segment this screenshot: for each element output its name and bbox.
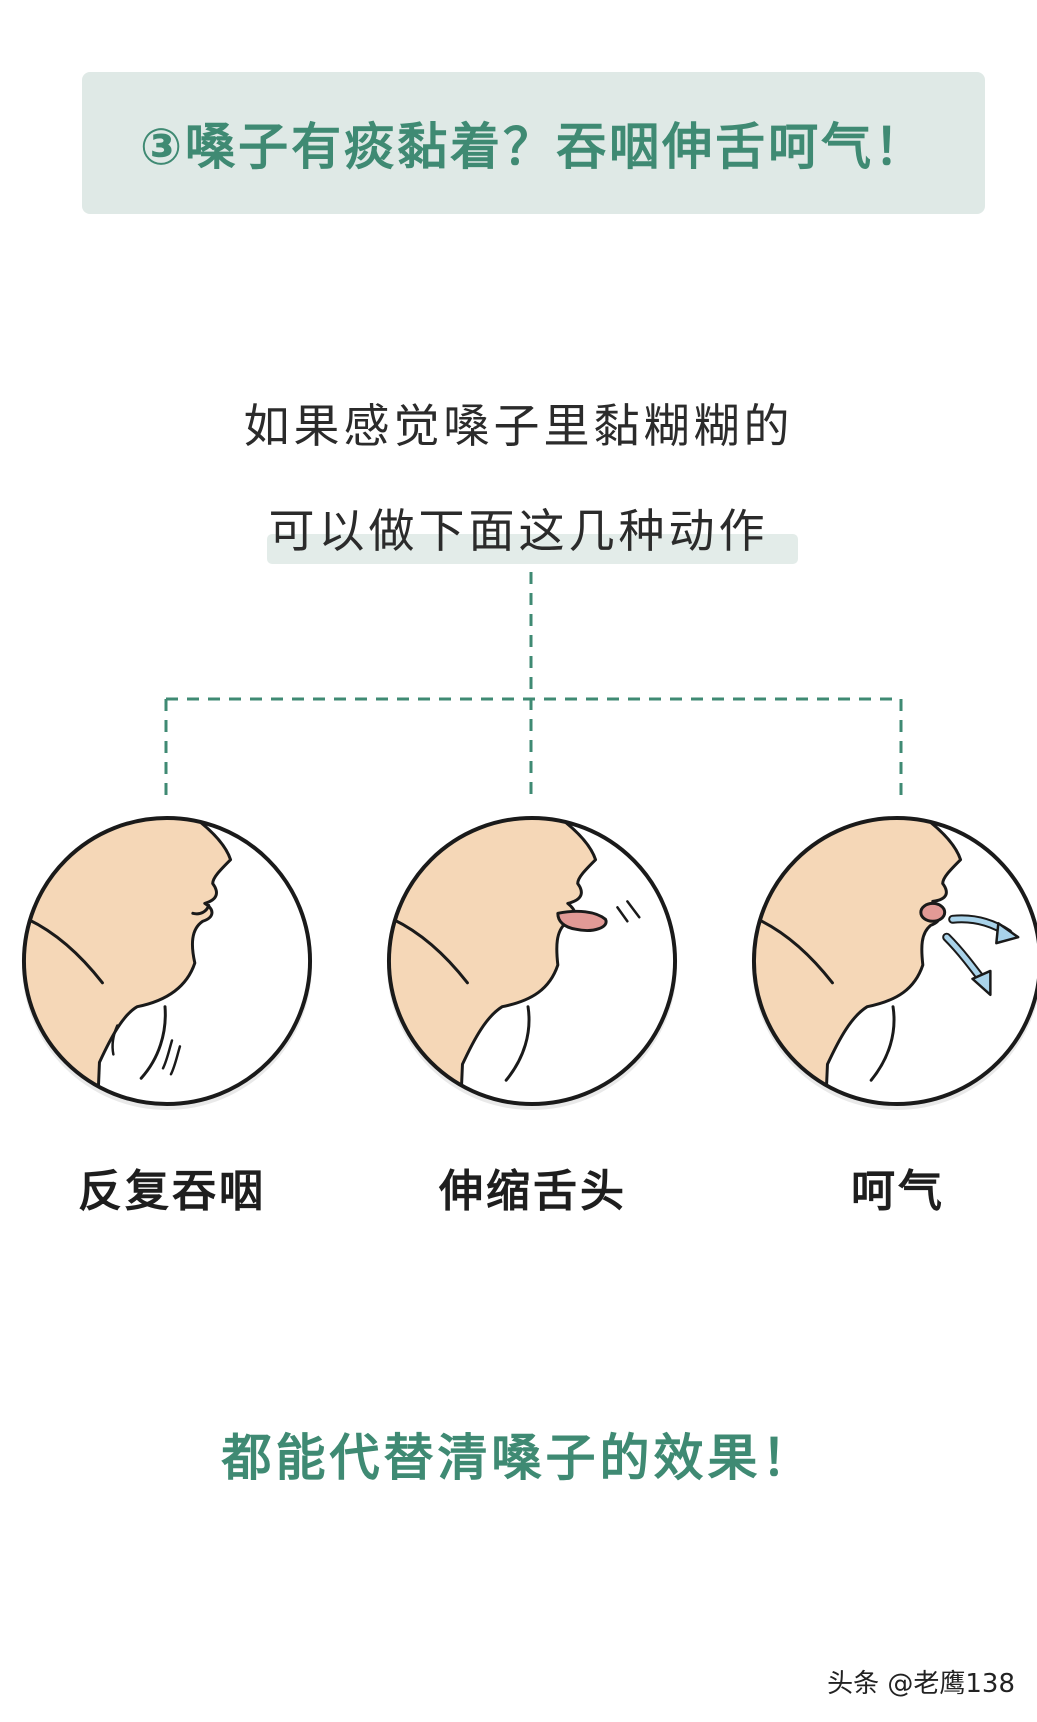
step-label-exhale: 呵气 bbox=[851, 1166, 945, 1217]
page-title: ③嗓子有痰黏着？吞咽伸舌呵气！ bbox=[139, 118, 928, 176]
highlight-bar bbox=[267, 534, 798, 564]
swallowing-illustration bbox=[21, 815, 313, 1110]
watermark: 头条 @老鹰138 bbox=[827, 1669, 1015, 1699]
intro-line-2: 可以做下面这几种动作 bbox=[268, 504, 769, 558]
intro-line-1: 如果感觉嗓子里黏糊糊的 bbox=[243, 399, 794, 453]
dashed-connector bbox=[164, 572, 903, 800]
exhale-illustration bbox=[752, 816, 1037, 1110]
tongue-illustration bbox=[386, 815, 678, 1110]
step-label-swallow: 反复吞咽 bbox=[78, 1166, 266, 1217]
conclusion-text: 都能代替清嗓子的效果！ bbox=[221, 1429, 816, 1487]
title-banner: ③嗓子有痰黏着？吞咽伸舌呵气！ bbox=[82, 72, 985, 214]
step-label-tongue: 伸缩舌头 bbox=[439, 1166, 627, 1217]
